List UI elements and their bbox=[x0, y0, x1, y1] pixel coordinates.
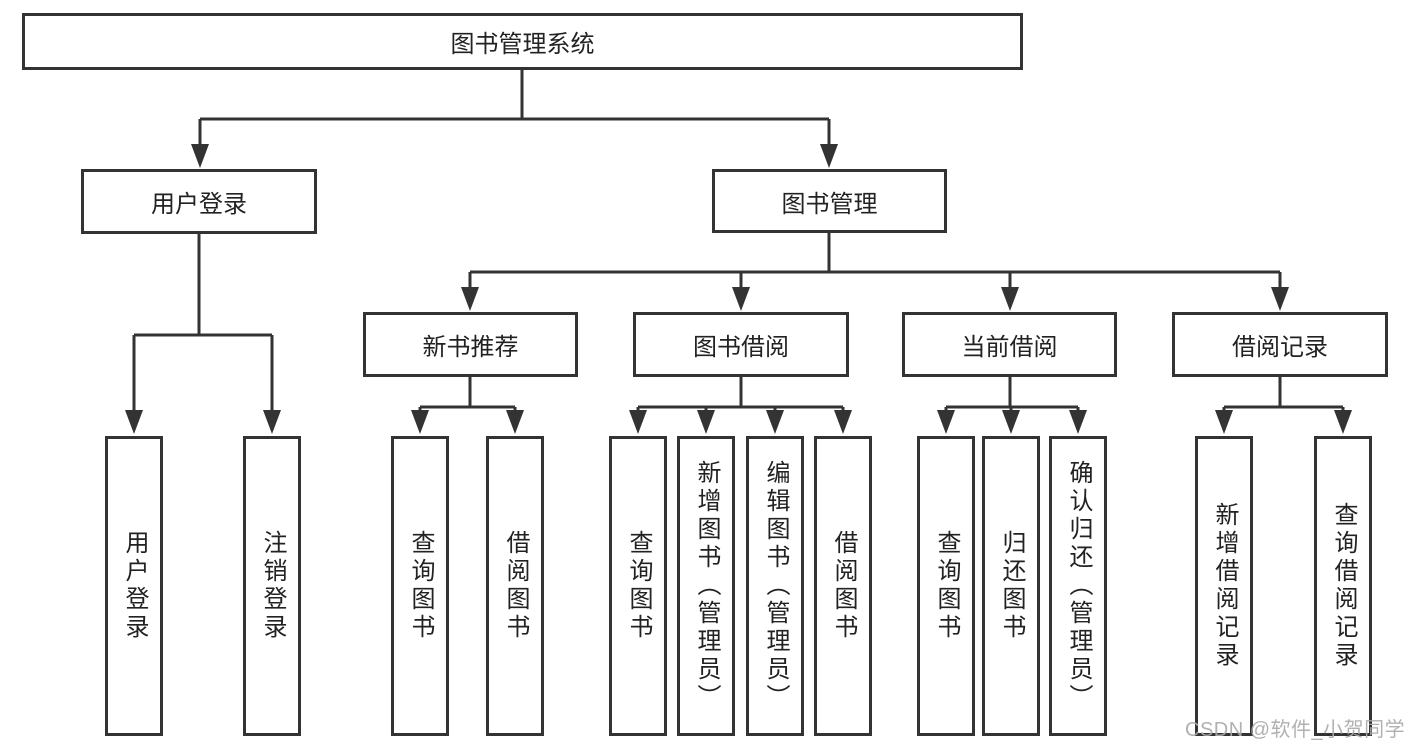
node-root-label: 图书管理系统 bbox=[450, 31, 595, 58]
leaf-borrow-query-books: 查询图书 bbox=[609, 436, 667, 736]
leaf-add-books-admin-label: 新增图书（管理员） bbox=[693, 460, 720, 712]
leaf-edit-books-admin: 编辑图书（管理员） bbox=[746, 436, 804, 736]
leaf-current-query-books: 查询图书 bbox=[917, 436, 975, 736]
node-current-borrow-label: 当前借阅 bbox=[961, 334, 1058, 361]
leaf-edit-books-admin-label: 编辑图书（管理员） bbox=[762, 460, 789, 712]
leaf-user-login-label: 用户登录 bbox=[121, 530, 148, 642]
node-root: 图书管理系统 bbox=[22, 13, 1023, 70]
node-borrow-records-label: 借阅记录 bbox=[1232, 334, 1328, 361]
leaf-return-books-label: 归还图书 bbox=[998, 530, 1025, 642]
leaf-confirm-return-admin-label: 确认归还（管理员） bbox=[1065, 460, 1092, 712]
node-new-book-recommend-label: 新书推荐 bbox=[422, 334, 519, 361]
node-book-borrow: 图书借阅 bbox=[633, 312, 849, 377]
leaf-newbooks-borrow-books-label: 借阅图书 bbox=[502, 530, 529, 642]
csdn-watermark: CSDN @软件_小贺同学 bbox=[1185, 719, 1405, 741]
leaf-logout: 注销登录 bbox=[243, 436, 301, 736]
leaf-borrow-borrow-books-label: 借阅图书 bbox=[830, 530, 857, 642]
leaf-newbooks-query-books-label: 查询图书 bbox=[407, 530, 434, 642]
leaf-query-borrow-record-label: 查询借阅记录 bbox=[1330, 502, 1357, 670]
node-book-management: 图书管理 bbox=[712, 169, 947, 233]
leaf-add-borrow-record: 新增借阅记录 bbox=[1195, 436, 1253, 736]
node-current-borrow: 当前借阅 bbox=[902, 312, 1117, 377]
node-borrow-records: 借阅记录 bbox=[1172, 312, 1388, 377]
node-book-borrow-label: 图书借阅 bbox=[693, 334, 789, 361]
leaf-query-borrow-record: 查询借阅记录 bbox=[1314, 436, 1372, 736]
node-book-management-label: 图书管理 bbox=[781, 190, 878, 218]
node-user-login: 用户登录 bbox=[81, 169, 317, 234]
leaf-add-borrow-record-label: 新增借阅记录 bbox=[1211, 502, 1238, 670]
leaf-borrow-borrow-books: 借阅图书 bbox=[814, 436, 872, 736]
leaf-newbooks-borrow-books: 借阅图书 bbox=[486, 436, 544, 736]
leaf-newbooks-query-books: 查询图书 bbox=[391, 436, 449, 736]
leaf-return-books: 归还图书 bbox=[982, 436, 1040, 736]
leaf-user-login: 用户登录 bbox=[105, 436, 163, 736]
node-new-book-recommend: 新书推荐 bbox=[363, 312, 578, 377]
leaf-confirm-return-admin: 确认归还（管理员） bbox=[1049, 436, 1107, 736]
leaf-add-books-admin: 新增图书（管理员） bbox=[677, 436, 735, 736]
node-user-login-label: 用户登录 bbox=[151, 191, 247, 218]
leaf-current-query-books-label: 查询图书 bbox=[933, 530, 960, 642]
leaf-borrow-query-books-label: 查询图书 bbox=[625, 530, 652, 642]
leaf-logout-label: 注销登录 bbox=[259, 530, 286, 642]
